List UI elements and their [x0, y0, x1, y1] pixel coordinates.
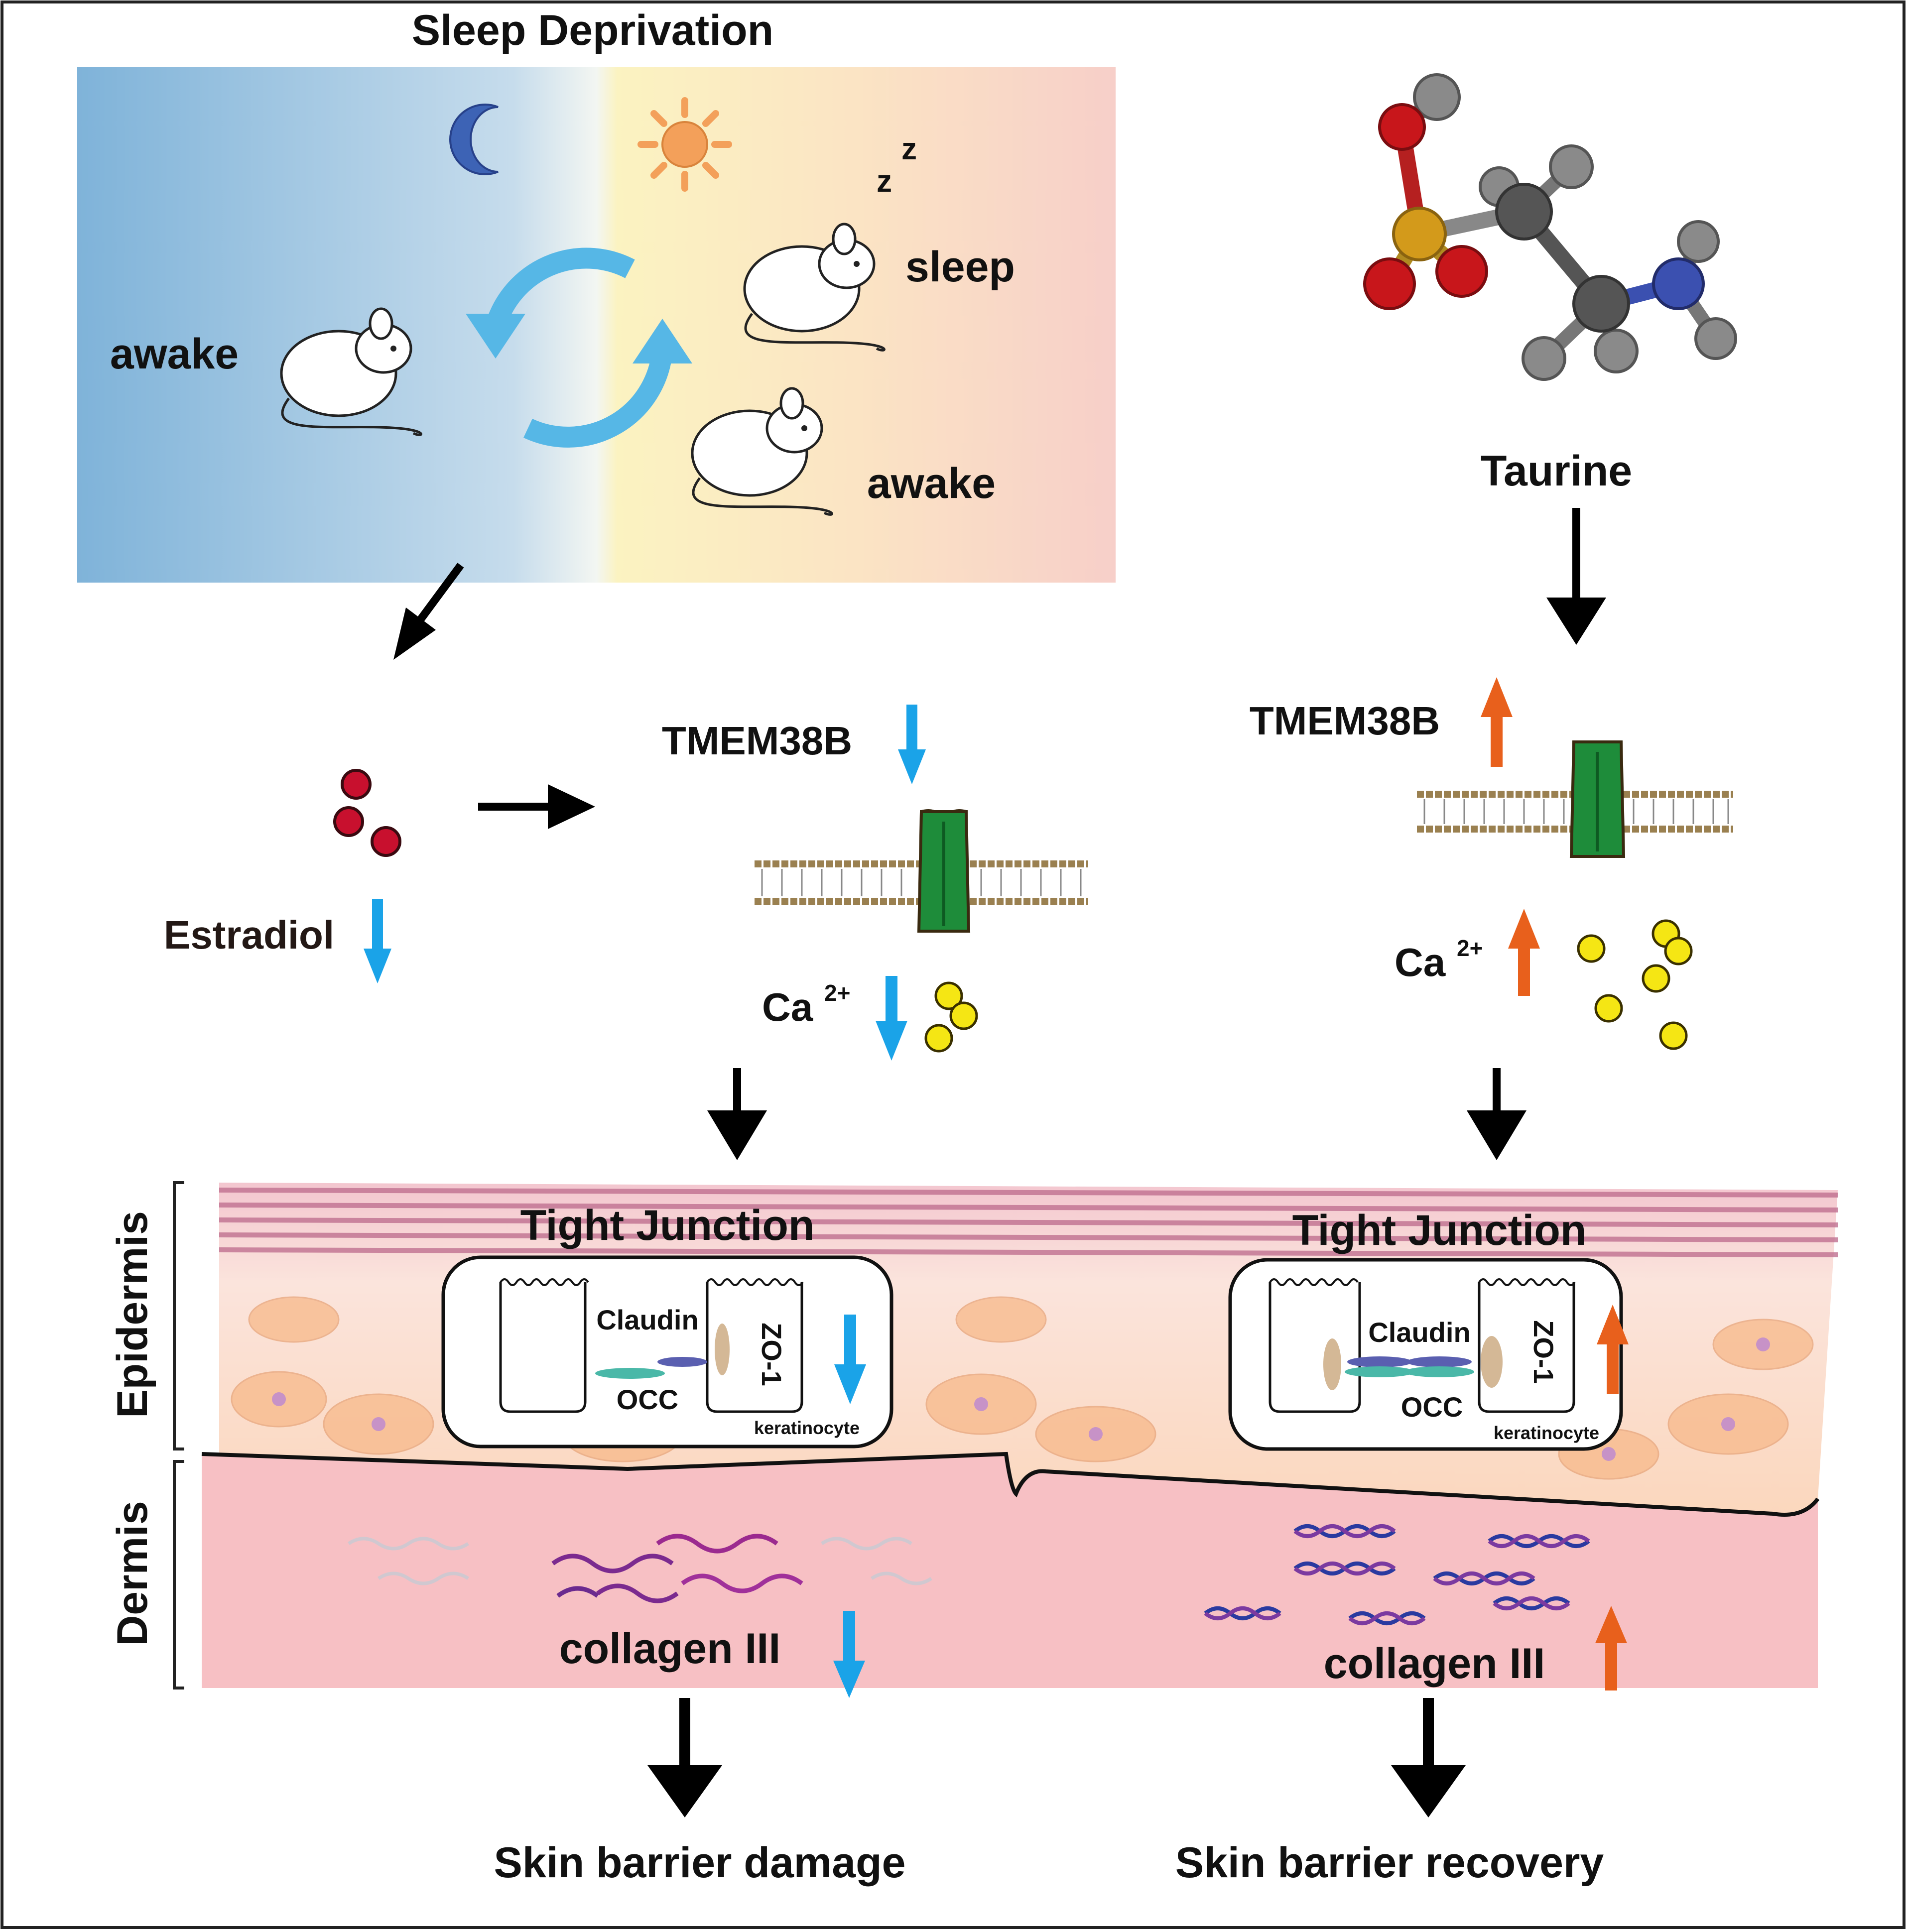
outcome-recovery-label: Skin barrier recovery	[1175, 1839, 1604, 1887]
tmem38b-down-arrow-icon	[898, 705, 926, 784]
tmem38b-up-arrow-icon	[1481, 677, 1513, 767]
zo1-protein-right-b	[1481, 1336, 1503, 1388]
sleep-deprivation-panel: z z awake	[77, 67, 1116, 583]
collagen-up-arrow-icon	[1595, 1606, 1627, 1690]
claudin-protein-left	[657, 1357, 707, 1367]
dermis-layer	[202, 1454, 1818, 1688]
tight-junction-inset-right: Claudin OCC ZO-1 keratinocyte	[1228, 1258, 1629, 1451]
zo1-protein-right-a	[1323, 1338, 1341, 1390]
tight-junction-title-right: Tight Junction	[1292, 1207, 1587, 1254]
calcium-ions-left-icon	[924, 981, 978, 1053]
tmem38b-label-right: TMEM38B	[1250, 699, 1440, 743]
cycle-arrows-icon	[488, 247, 673, 448]
collagen-down-arrow-icon	[833, 1611, 865, 1698]
tmem38b-channel-left-icon	[917, 809, 971, 933]
dermis-label: Dermis	[109, 1501, 156, 1646]
calcium-superscript-right: 2+	[1457, 935, 1483, 961]
zo1-protein-left	[715, 1324, 730, 1375]
keratinocyte-label-right: keratinocyte	[1494, 1423, 1599, 1443]
mouse-awake-left-icon	[280, 307, 422, 436]
occ-label-left: OCC	[617, 1384, 678, 1415]
outcome-damage-label: Skin barrier damage	[494, 1839, 906, 1887]
keratinocyte-label-left: keratinocyte	[754, 1418, 860, 1438]
sun-icon	[637, 97, 732, 192]
collagen-fibers-intact-icon	[1204, 1524, 1590, 1625]
figure-title: Sleep Deprivation	[412, 6, 773, 54]
collagen-label-right: collagen III	[1324, 1640, 1545, 1688]
calcium-ions-right-icon	[1577, 919, 1693, 1050]
flow-arrows	[393, 508, 1606, 1817]
estradiol-down-arrow-icon	[364, 899, 391, 983]
mouse-sleep-icon	[743, 223, 886, 352]
estradiol-label: Estradiol	[164, 913, 334, 957]
tight-junction-down-arrow-icon	[834, 1315, 866, 1404]
calcium-superscript-left: 2+	[824, 980, 850, 1006]
awake-label-right: awake	[867, 460, 996, 507]
estradiol-molecules-icon	[333, 769, 401, 857]
zo1-label-left: ZO-1	[756, 1323, 787, 1386]
taurine-molecule-icon	[1363, 73, 1737, 381]
tight-junction-title-left: Tight Junction	[520, 1202, 815, 1249]
sleep-label: sleep	[905, 243, 1015, 291]
zzz-large: z	[901, 132, 917, 166]
calcium-label-right: Ca	[1395, 940, 1446, 984]
occ-label-right: OCC	[1401, 1391, 1463, 1423]
tmem38b-label-left: TMEM38B	[662, 719, 852, 763]
calcium-down-arrow-icon	[876, 976, 907, 1061]
occludin-protein-right-a	[1345, 1366, 1414, 1377]
collagen-fibers-damaged-icon	[348, 1534, 932, 1603]
tmem38b-channel-right-icon	[1569, 740, 1626, 858]
moon-icon	[449, 104, 499, 175]
collagen-label-left: collagen III	[559, 1625, 780, 1673]
tight-junction-up-arrow-icon	[1597, 1305, 1629, 1394]
occludin-protein-right-b	[1404, 1366, 1474, 1377]
zo1-label-right: ZO-1	[1528, 1320, 1559, 1384]
epidermis-label: Epidermis	[109, 1211, 156, 1418]
claudin-label-left: Claudin	[596, 1304, 698, 1335]
mouse-awake-right-icon	[691, 387, 833, 516]
taurine-label: Taurine	[1481, 447, 1632, 495]
calcium-up-arrow-icon	[1508, 909, 1540, 996]
awake-label-left: awake	[110, 330, 239, 378]
claudin-protein-right-b	[1407, 1356, 1472, 1367]
occludin-protein-left	[595, 1368, 665, 1379]
layer-brackets	[173, 1181, 184, 1690]
zzz-small: z	[877, 164, 892, 199]
claudin-protein-right-a	[1347, 1356, 1412, 1367]
claudin-label-right: Claudin	[1368, 1317, 1470, 1348]
calcium-label-left: Ca	[762, 985, 813, 1029]
tight-junction-inset-left: Claudin OCC ZO-1 keratinocyte	[441, 1255, 893, 1449]
